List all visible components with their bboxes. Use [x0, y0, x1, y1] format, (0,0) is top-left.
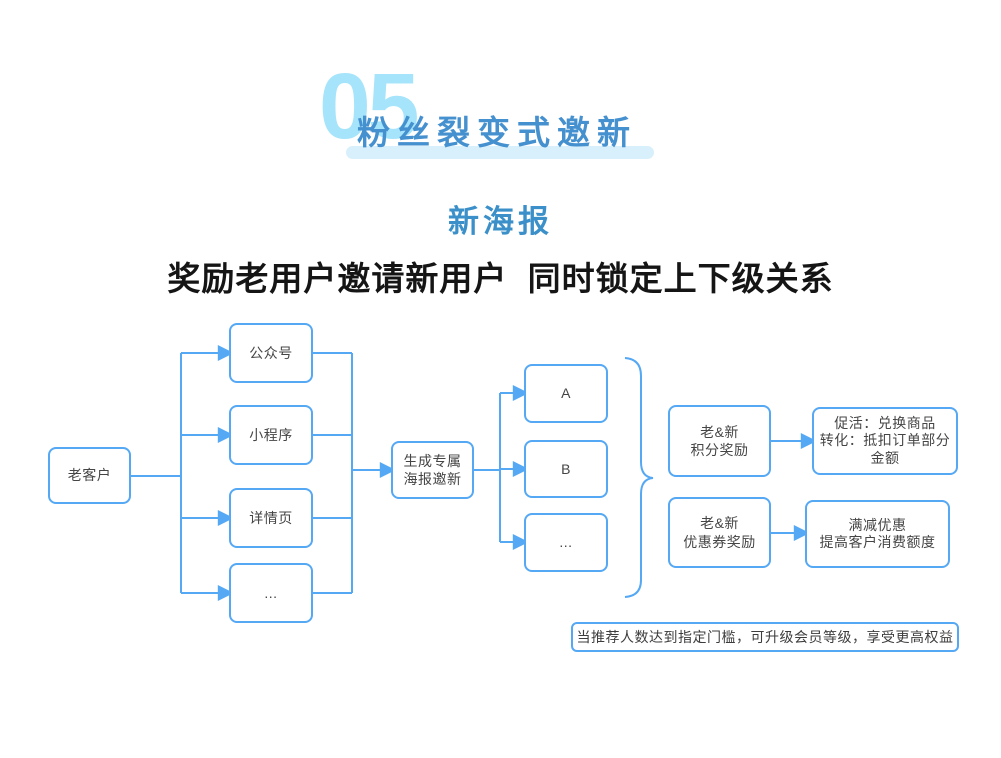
channel-box-ellipsis: ... [229, 563, 313, 623]
channel-box-mini-program: 小程序 [229, 405, 313, 465]
generator-line1: 生成专属 [403, 452, 462, 469]
channel-label: 公众号 [249, 344, 293, 361]
reward-box-coupon: 老&新 优惠券奖励 [668, 497, 771, 568]
section-number: 05 [319, 54, 419, 158]
poster-box-a: A [524, 364, 608, 423]
result-box-points: 促活：兑换商品 转化：抵扣订单部分 金额 [812, 407, 958, 475]
generator-box: 生成专属 海报邀新 [391, 441, 474, 499]
poster-label: B [561, 460, 571, 477]
reward-box-points: 老&新 积分奖励 [668, 405, 771, 477]
upgrade-note: 当推荐人数达到指定门槛，可升级会员等级，享受更高权益 [571, 622, 959, 652]
reward-label-line2: 积分奖励 [690, 442, 749, 458]
source-label: 老客户 [67, 467, 112, 484]
result-line: 转化：抵扣订单部分 [819, 432, 951, 449]
curly-brace [624, 357, 654, 598]
channel-label: 小程序 [249, 426, 293, 443]
poster-label: ... [559, 534, 573, 551]
page-title: 粉丝裂变式邀新 [357, 114, 637, 151]
channel-box-detail-page: 详情页 [229, 488, 313, 548]
channel-box-official-account: 公众号 [229, 323, 313, 383]
poster-label: A [561, 385, 571, 402]
generator-line2: 海报邀新 [403, 471, 462, 487]
result-line: 提高客户消费额度 [819, 534, 936, 550]
channel-label: 详情页 [249, 509, 293, 526]
result-box-coupon: 满减优惠 提高客户消费额度 [805, 500, 950, 568]
result-line: 满减优惠 [848, 516, 907, 533]
result-line: 促活：兑换商品 [834, 414, 936, 431]
source-box: 老客户 [48, 447, 131, 504]
reward-label-line2: 优惠券奖励 [683, 533, 756, 550]
subtitle: 新海报 [448, 204, 553, 239]
result-line: 金额 [870, 449, 900, 466]
description: 奖励老用户邀请新用户 同时锁定上下级关系 [167, 260, 834, 297]
poster-box-ellipsis: ... [524, 513, 608, 572]
title-highlight-bar [346, 146, 654, 159]
reward-label-line1: 老&新 [700, 515, 739, 532]
poster-box-b: B [524, 440, 608, 498]
reward-label-line1: 老&新 [700, 423, 739, 440]
channel-label: ... [264, 584, 278, 601]
